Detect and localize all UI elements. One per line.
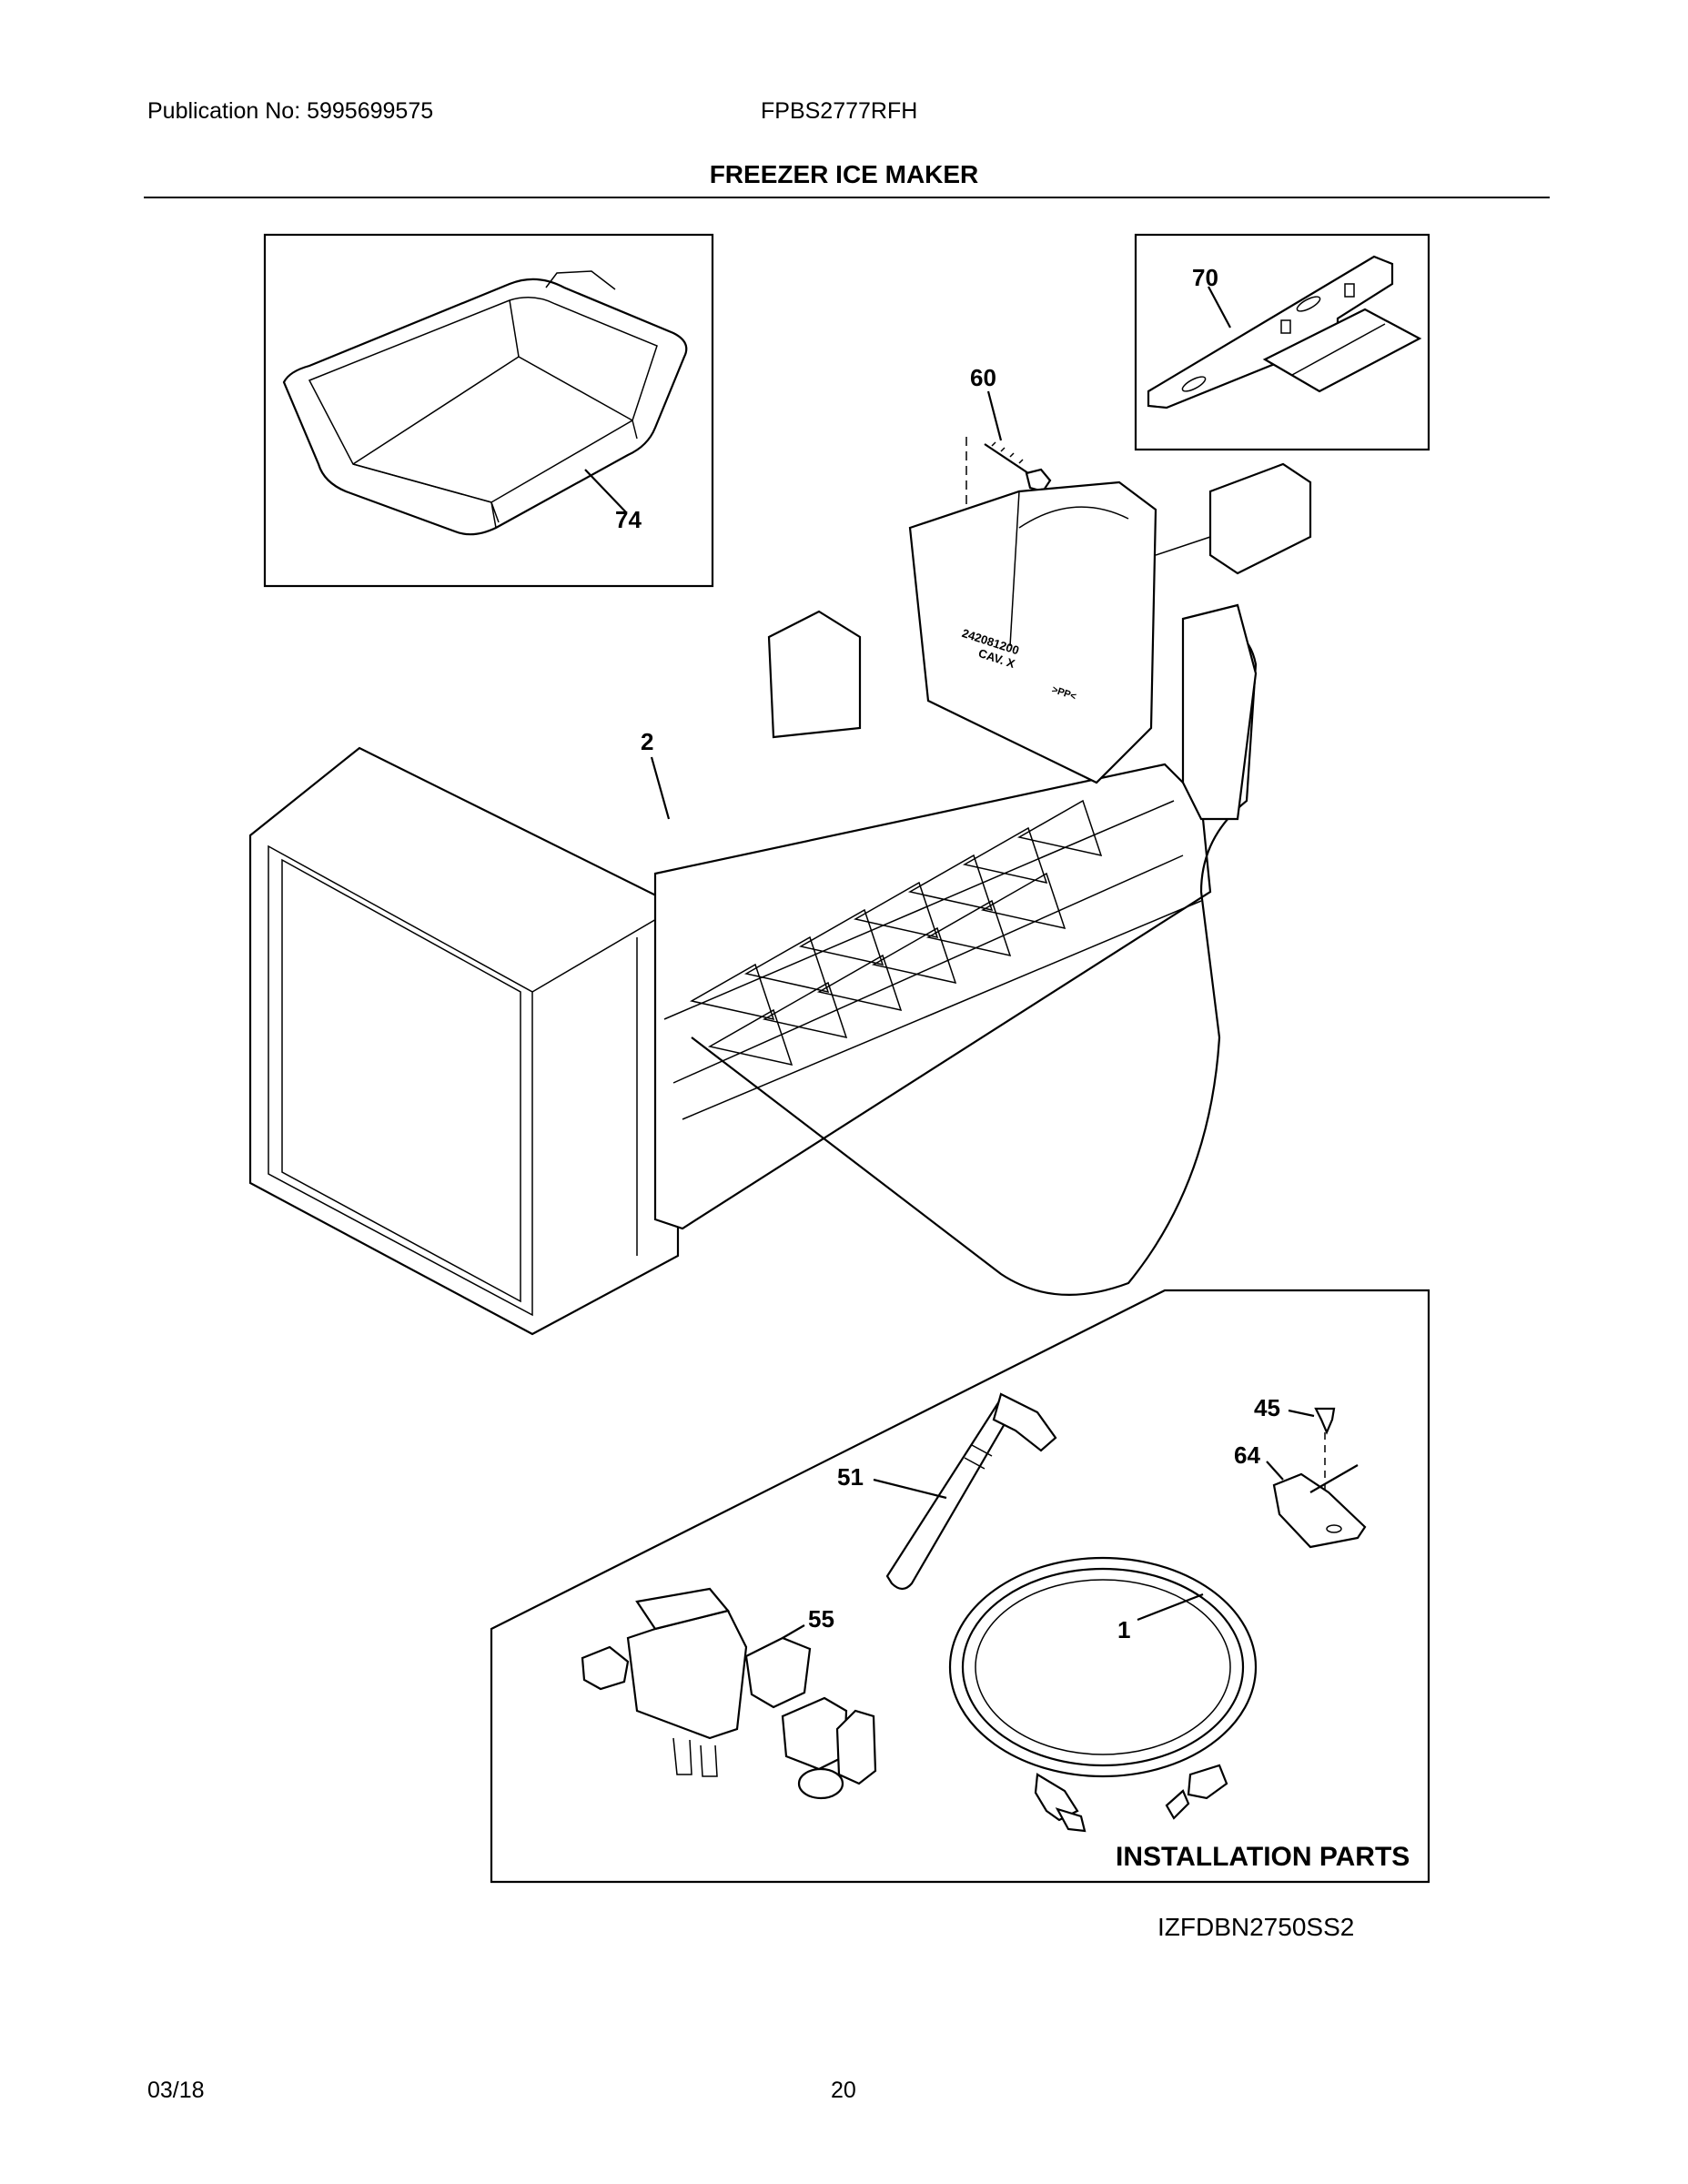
footer-page-number: 20 [831,2078,856,2103]
installation-parts-label: INSTALLATION PARTS [1116,1842,1410,1872]
footer-date: 03/18 [147,2078,205,2103]
publication-number: Publication No: 5995699575 [147,98,434,124]
callout-55: 55 [808,1605,834,1633]
screw-and-clamp-drawing [1272,1407,1367,1549]
leader-60 [986,390,1003,441]
callout-60: 60 [970,364,996,391]
model-number: FPBS2777RFH [761,98,918,124]
leader-55 [782,1624,805,1639]
ice-maker-assembly-drawing [248,462,1312,1336]
callout-74: 74 [615,506,642,533]
leader-1 [1137,1592,1204,1622]
callout-51: 51 [837,1463,864,1491]
callout-64: 64 [1234,1441,1260,1469]
page-title: FREEZER ICE MAKER [709,160,979,188]
installation-parts-frame [490,1289,1430,1884]
water-valve-drawing [581,1587,877,1800]
leader-2 [650,756,671,820]
leader-64 [1266,1461,1284,1481]
callout-70: 70 [1192,264,1218,291]
fill-tube-drawing [885,1392,1057,1591]
bracket-inset-frame [1134,233,1430,451]
leader-74 [584,469,627,513]
leader-70 [1208,286,1231,329]
ice-bucket-inset-frame [263,233,714,588]
leader-45 [1288,1409,1315,1418]
callout-2: 2 [641,728,654,755]
diagram-code: IZFDBN2750SS2 [1157,1913,1355,1941]
leader-51 [873,1478,947,1500]
title-divider [144,197,1550,198]
water-tube-coil-drawing [948,1556,1258,1833]
callout-45: 45 [1254,1394,1280,1421]
mounting-bracket-drawing [1147,255,1422,410]
callout-1: 1 [1117,1616,1131,1643]
ice-bucket-drawing [282,270,688,536]
